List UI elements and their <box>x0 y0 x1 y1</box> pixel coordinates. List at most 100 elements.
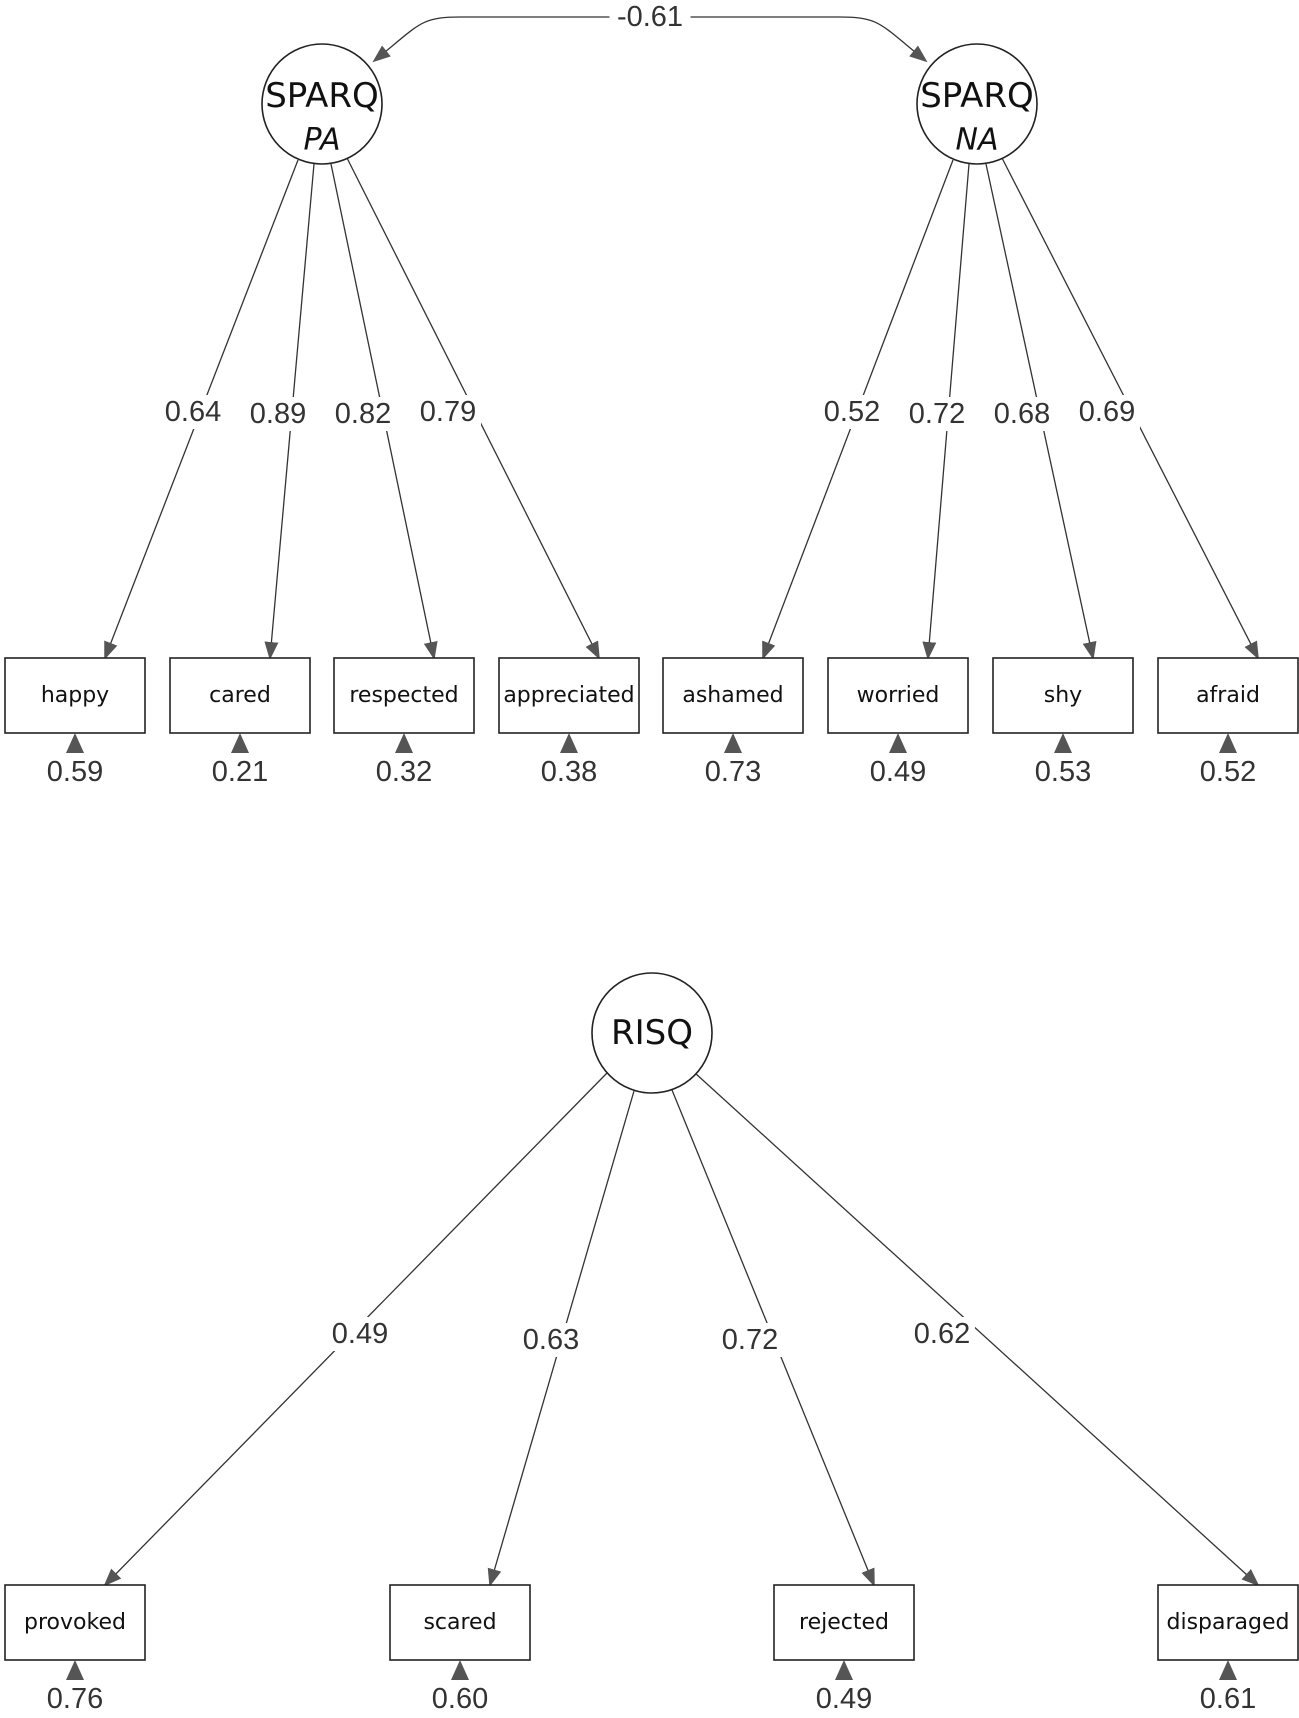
loading-label-sna-shy-group: 0.68 <box>989 397 1055 431</box>
residual-value-respected: 0.32 <box>376 756 432 788</box>
loading-label-sna-shy: 0.68 <box>994 398 1050 430</box>
residual-arrow-worried <box>889 733 907 753</box>
residual-arrow-rejected <box>835 1660 853 1680</box>
loading-label-sna-shy-bg <box>989 397 1055 431</box>
residual-arrow-afraid <box>1219 733 1237 753</box>
loading-label-sna-afraid-bg <box>1074 395 1140 429</box>
latent-circle-spa <box>261 43 383 165</box>
residual-value-disparaged: 0.61 <box>1200 1683 1256 1715</box>
loading-label-risq-provoked: 0.49 <box>332 1318 388 1350</box>
covariance-label-spa-sna-group: -0.61 <box>609 0 691 34</box>
loading-label-risq-disparaged-group: 0.62 <box>909 1317 975 1351</box>
indicator-label-provoked: provoked <box>24 1610 126 1635</box>
indicator-node-provoked: provoked 0.76 <box>4 1584 146 1715</box>
indicator-node-ashamed: ashamed 0.73 <box>662 657 804 788</box>
residual-arrow-scared <box>451 1660 469 1680</box>
indicator-label-respected: respected <box>349 683 458 708</box>
indicator-label-cared: cared <box>209 683 271 708</box>
loading-label-spa-happy-bg <box>160 395 226 429</box>
loading-label-spa-happy-group: 0.64 <box>160 395 226 429</box>
covariance-label-spa-sna-bg <box>609 0 691 34</box>
residual-arrow-cared <box>231 733 249 753</box>
loading-label-risq-rejected: 0.72 <box>722 1324 778 1356</box>
indicator-label-worried: worried <box>857 683 940 708</box>
residual-value-ashamed: 0.73 <box>705 756 761 788</box>
residual-arrow-happy <box>66 733 84 753</box>
loading-label-spa-respected-group: 0.82 <box>330 397 396 431</box>
indicator-box-rejected <box>773 1584 915 1661</box>
residual-value-afraid: 0.52 <box>1200 756 1256 788</box>
residual-arrow-ashamed <box>724 733 742 753</box>
indicator-label-shy: shy <box>1044 683 1082 708</box>
residual-arrow-shy <box>1054 733 1072 753</box>
loading-label-sna-worried-bg <box>904 397 970 431</box>
indicator-box-respected <box>333 657 475 734</box>
loading-label-risq-scared-bg <box>518 1323 584 1357</box>
loading-label-spa-respected: 0.82 <box>335 398 391 430</box>
indicator-node-cared: cared 0.21 <box>169 657 311 788</box>
indicator-box-shy <box>992 657 1134 734</box>
indicator-box-disparaged <box>1157 1584 1299 1661</box>
residual-arrow-provoked <box>66 1660 84 1680</box>
loading-label-sna-afraid-group: 0.69 <box>1074 395 1140 429</box>
residual-value-provoked: 0.76 <box>47 1683 103 1715</box>
indicator-node-disparaged: disparaged 0.61 <box>1157 1584 1299 1715</box>
indicator-node-worried: worried 0.49 <box>827 657 969 788</box>
loading-label-sna-ashamed-group: 0.52 <box>819 395 885 429</box>
residual-value-cared: 0.21 <box>212 756 268 788</box>
loading-edge-risq-disparaged <box>694 1072 1260 1587</box>
latent-node-risq: RISQ <box>591 972 713 1094</box>
indicator-label-rejected: rejected <box>799 1610 889 1635</box>
loading-label-spa-appreciated-group: 0.79 <box>415 395 481 429</box>
indicator-box-scared <box>389 1584 531 1661</box>
latent-name-risq: RISQ <box>611 1013 693 1053</box>
latent-sub-spa: PA <box>303 123 340 158</box>
residual-value-happy: 0.59 <box>47 756 103 788</box>
indicator-node-happy: happy 0.59 <box>4 657 146 788</box>
indicator-label-disparaged: disparaged <box>1167 1610 1290 1635</box>
indicator-box-provoked <box>4 1584 146 1661</box>
indicator-node-rejected: rejected 0.49 <box>773 1584 915 1715</box>
indicator-box-appreciated <box>498 657 640 734</box>
loading-label-spa-respected-bg <box>330 397 396 431</box>
indicator-box-worried <box>827 657 969 734</box>
indicator-label-happy: happy <box>41 683 109 708</box>
loading-label-risq-disparaged-bg <box>909 1317 975 1351</box>
loading-label-risq-disparaged: 0.62 <box>914 1318 970 1350</box>
indicator-node-respected: respected 0.32 <box>333 657 475 788</box>
residual-value-shy: 0.53 <box>1035 756 1091 788</box>
loading-label-spa-happy: 0.64 <box>165 396 221 428</box>
loading-label-sna-worried: 0.72 <box>909 398 965 430</box>
loading-label-sna-afraid: 0.69 <box>1079 396 1135 428</box>
loading-label-sna-worried-group: 0.72 <box>904 397 970 431</box>
latent-name-sna: SPARQ <box>920 76 1034 116</box>
indicator-box-afraid <box>1157 657 1299 734</box>
indicator-node-shy: shy 0.53 <box>992 657 1134 788</box>
loading-label-sna-ashamed-bg <box>819 395 885 429</box>
loading-label-risq-scared: 0.63 <box>523 1324 579 1356</box>
loading-label-risq-rejected-bg <box>717 1323 783 1357</box>
latent-node-sna: SPARQ NA <box>916 43 1038 165</box>
indicator-label-ashamed: ashamed <box>682 683 783 708</box>
residual-arrow-disparaged <box>1219 1660 1237 1680</box>
covariance-label-spa-sna: -0.61 <box>617 1 683 33</box>
residual-arrow-respected <box>395 733 413 753</box>
residual-value-rejected: 0.49 <box>816 1683 872 1715</box>
latent-sub-sna: NA <box>956 123 999 158</box>
loading-label-risq-scared-group: 0.63 <box>518 1323 584 1357</box>
loading-label-risq-rejected-group: 0.72 <box>717 1323 783 1357</box>
loading-label-spa-appreciated: 0.79 <box>420 396 476 428</box>
loading-label-risq-provoked-group: 0.49 <box>327 1317 393 1351</box>
loading-label-spa-cared-bg <box>245 397 311 431</box>
loading-label-spa-cared: 0.89 <box>250 398 306 430</box>
loading-label-sna-ashamed: 0.52 <box>824 396 880 428</box>
residual-arrow-appreciated <box>560 733 578 753</box>
indicator-box-ashamed <box>662 657 804 734</box>
indicator-label-scared: scared <box>423 1610 496 1635</box>
residual-value-worried: 0.49 <box>870 756 926 788</box>
